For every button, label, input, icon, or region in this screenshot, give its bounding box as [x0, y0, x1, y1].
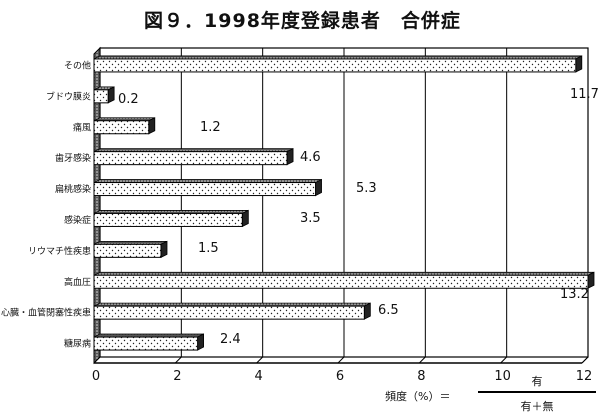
value-label: 6.5 — [378, 303, 399, 318]
formula-denominator: 有＋無 — [521, 399, 554, 413]
bar — [93, 336, 199, 351]
x-tick-label: 8 — [417, 369, 425, 384]
bar-side — [107, 86, 115, 104]
category-label: 感染症 — [64, 214, 91, 226]
x-tick-label: 6 — [336, 369, 344, 384]
category-label: 扁桃感染 — [55, 183, 91, 195]
value-label: 0.2 — [118, 92, 139, 107]
formula-lhs: 頻度（%）＝ — [385, 389, 450, 403]
bar — [93, 89, 109, 104]
chart-title: 図９．1998年度登録患者 合併症 — [144, 10, 461, 32]
x-tick-label: 10 — [494, 369, 511, 384]
bar — [93, 274, 589, 289]
x-tick-label: 2 — [173, 369, 181, 384]
bar-side — [575, 55, 583, 73]
bar — [93, 58, 577, 73]
bar-side — [148, 117, 156, 135]
bar-side — [241, 209, 249, 228]
bar-side — [286, 148, 294, 166]
bar — [93, 305, 365, 320]
gridline-foot — [418, 356, 426, 364]
value-label: 5.3 — [356, 181, 377, 196]
x-tick-label: 12 — [576, 369, 593, 384]
value-label: 1.5 — [198, 241, 219, 256]
bar-side — [363, 302, 371, 320]
value-label: 3.5 — [300, 211, 321, 226]
x-tick-label: 4 — [255, 369, 263, 384]
value-label: 13.2 — [560, 287, 589, 302]
value-label: 4.6 — [300, 150, 321, 165]
bar-side — [197, 333, 205, 351]
category-label: その他 — [64, 59, 91, 71]
gridline-foot — [581, 356, 589, 364]
gridline-foot — [500, 356, 508, 364]
gridline-foot — [256, 356, 264, 364]
gridline-foot — [174, 356, 182, 364]
value-label: 2.4 — [220, 332, 241, 347]
category-label: 歯牙感染 — [55, 152, 91, 164]
bar — [93, 120, 150, 135]
bar — [93, 212, 243, 227]
x-tick-label: 0 — [92, 369, 100, 384]
gridline-foot — [337, 356, 345, 364]
value-label: 11.7 — [570, 87, 599, 102]
bar-side — [315, 178, 322, 197]
formula-numerator: 有 — [532, 374, 543, 388]
gridline-foot — [93, 356, 101, 364]
category-label: 高血圧 — [64, 276, 91, 288]
bar — [93, 243, 162, 258]
category-label: 糖尿病 — [64, 338, 91, 350]
category-label: 心臓・血管閉塞性疾患 — [1, 307, 91, 319]
bar-side — [587, 271, 595, 289]
bar-side — [160, 240, 168, 258]
category-label: 痛風 — [73, 121, 91, 133]
category-label: リウマチ性疾患 — [28, 245, 91, 257]
value-label: 1.2 — [200, 120, 221, 135]
bar — [93, 151, 288, 166]
bar — [93, 182, 317, 197]
category-label: ブドウ膜炎 — [46, 90, 91, 102]
